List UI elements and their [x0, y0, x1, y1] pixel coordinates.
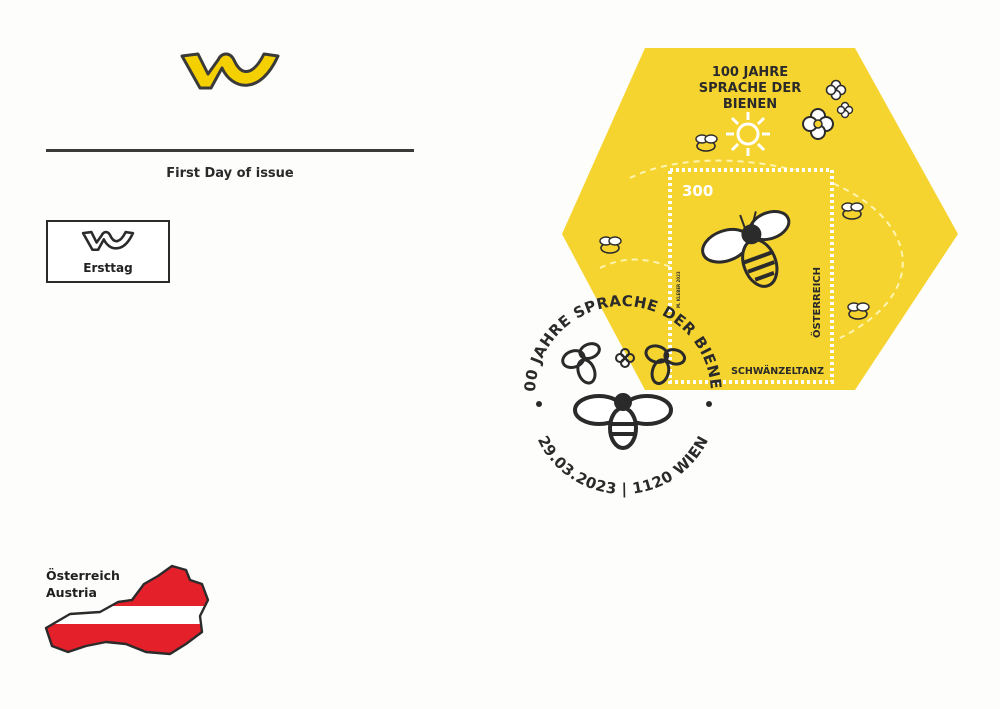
postmark: 100 JAHRE SPRACHE DER BIENEN 29.03.2023 … — [505, 276, 725, 499]
small-bee-icon — [841, 202, 864, 220]
flower-icon — [802, 108, 834, 140]
bee-icon — [701, 210, 791, 288]
sheet-title-line2: SPRACHE DER — [699, 81, 801, 96]
posthorn-icon — [180, 52, 280, 90]
ersttag-box: Ersttag — [46, 220, 170, 283]
postmark-bee-icon — [561, 342, 601, 385]
country-name-german: Österreich — [46, 568, 120, 583]
flower-icon — [825, 79, 847, 101]
stamp-country: ÖSTERREICH — [809, 267, 823, 338]
first-day-label: First Day of issue — [166, 166, 294, 181]
postmark-big-bee-icon — [573, 393, 673, 450]
austria-map-icon — [44, 564, 210, 656]
divider-line — [46, 149, 414, 152]
country-name-english: Austria — [46, 585, 97, 600]
stamp-sheet: 100 JAHRE SPRACHE DER BIENEN — [562, 48, 958, 390]
small-bee-icon — [847, 302, 870, 320]
small-bee-icon — [599, 236, 622, 254]
stamp-value: 300 — [682, 182, 713, 200]
sun-icon — [726, 112, 770, 156]
stamp-dance-label: SCHWÄNZELTANZ — [731, 366, 824, 377]
postmark-ring-text: 100 JAHRE SPRACHE DER BIENEN — [505, 276, 725, 392]
small-bee-icon — [695, 134, 718, 152]
ersttag-label: Ersttag — [83, 261, 133, 275]
sheet-title-line1: 100 JAHRE — [712, 65, 788, 80]
postmark-bee-icon — [644, 344, 687, 385]
stamp-designer: M. KLEBER 2023 — [676, 271, 681, 308]
postmark-flower-icon — [615, 348, 635, 368]
flower-icon — [836, 101, 854, 119]
sheet-title-line3: BIENEN — [723, 97, 777, 112]
posthorn-small-icon — [81, 230, 135, 252]
